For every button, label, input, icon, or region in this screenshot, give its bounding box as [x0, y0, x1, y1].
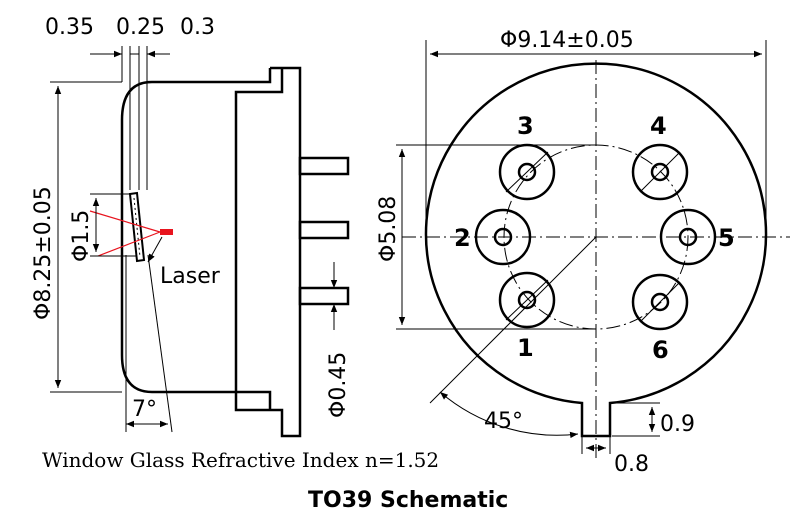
laser-label: Laser: [160, 264, 221, 289]
laser-beam-lower: [97, 231, 161, 257]
pin-2: [474, 208, 532, 266]
tab-height-label: 0.9: [660, 412, 695, 437]
pin-6: [631, 273, 689, 331]
window-glass: [128, 191, 146, 263]
pin-label-2: 2: [454, 224, 471, 252]
pin-bottom: [298, 286, 350, 306]
diagram-title: TO39 Schematic: [308, 488, 508, 513]
pin-label-3: 3: [517, 112, 534, 140]
tab-width-label: 0.8: [614, 452, 649, 477]
pin-label-4: 4: [650, 112, 667, 140]
pin-label-5: 5: [718, 224, 735, 252]
base-outline: [424, 62, 768, 438]
pin-top: [298, 156, 350, 176]
pin-4: [631, 143, 689, 201]
pin-middle: [298, 220, 350, 240]
angle-label: 7°: [132, 397, 157, 422]
top-dim-3: 0.3: [180, 15, 215, 40]
cap-outline: [120, 68, 272, 410]
cap-diameter-label: Φ8.25±0.05: [31, 186, 56, 320]
pin-1: [498, 271, 556, 329]
window-diameter-label: Φ1.5: [69, 210, 94, 262]
pin-diameter-label: Φ0.45: [326, 352, 351, 418]
top-dim-2: 0.25: [116, 15, 165, 40]
bottom-view: 1 2 3 4 5 6 Φ9.14±0.05 Φ5.08 45° 0.9 0.8: [376, 28, 790, 477]
pin-label-1: 1: [517, 334, 534, 362]
refractive-index-note: Window Glass Refractive Index n=1.52: [42, 448, 439, 472]
flange-outline: [234, 66, 302, 438]
laser-chip: [160, 229, 173, 235]
laser-beam-upper: [89, 210, 161, 233]
tab-angle-label: 45°: [484, 409, 523, 434]
side-view: Laser Φ8.25±0.05 Φ1.5 0.35 0.25 0.3 Φ0.4…: [31, 15, 439, 472]
top-dim-1: 0.35: [45, 15, 94, 40]
pin-circle-diameter-label: Φ5.08: [376, 196, 401, 262]
pin-5: [659, 208, 717, 266]
outer-diameter-label: Φ9.14±0.05: [500, 28, 634, 53]
pin-label-6: 6: [652, 336, 669, 364]
